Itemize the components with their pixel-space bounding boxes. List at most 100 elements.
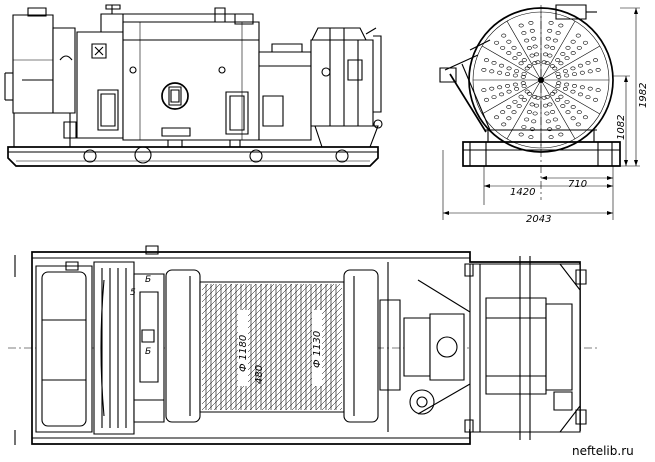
- disc-hole: [507, 40, 511, 43]
- disc-hole: [500, 111, 504, 114]
- dim-drum-outer: Ф 1180: [238, 335, 249, 372]
- disc-hole: [522, 125, 526, 128]
- disc-hole: [546, 120, 550, 123]
- disc-hole: [482, 68, 486, 71]
- disc-hole: [522, 72, 526, 75]
- disc-hole: [484, 59, 488, 62]
- disc-hole: [512, 111, 516, 114]
- disc-spoke: [541, 21, 575, 80]
- disc-hole: [519, 62, 523, 65]
- disc-hole: [507, 117, 511, 120]
- disc-hole: [527, 65, 531, 68]
- disc-hole: [527, 92, 531, 95]
- disc-hole: [572, 72, 576, 75]
- disc-hole: [507, 51, 511, 54]
- disc-hole: [513, 57, 517, 60]
- base-hub: [135, 147, 151, 163]
- disc-hole: [564, 74, 568, 77]
- marker-lower: Б: [145, 347, 151, 357]
- disc-hole: [490, 70, 494, 73]
- disc-spoke: [507, 80, 541, 139]
- drum-flange-right: [344, 270, 378, 422]
- drum-housing: [123, 22, 259, 140]
- disc-hole: [525, 90, 529, 93]
- dim-width-half: 710: [568, 179, 587, 190]
- disc-hole: [583, 41, 587, 44]
- disc-hole: [577, 111, 581, 114]
- disc-hole: [553, 39, 557, 42]
- base-bolt: [84, 150, 96, 162]
- watermark: neftelib.ru: [572, 444, 634, 458]
- plan-view: Б Б 5 Ф 1180 Ф 1130 480: [8, 246, 600, 445]
- disc-spoke: [541, 80, 575, 139]
- disc-hole: [497, 71, 501, 74]
- disc-hole: [507, 67, 511, 70]
- disc-hole: [548, 54, 552, 57]
- disc-hole: [559, 95, 563, 98]
- disc-hole: [533, 61, 537, 64]
- disc-hole: [586, 61, 590, 64]
- disc-hole: [572, 84, 576, 87]
- disc-hole: [559, 62, 563, 65]
- disc-hole: [492, 96, 496, 99]
- disc-hole: [500, 46, 504, 49]
- disc-hole: [549, 136, 553, 139]
- disc-hole: [566, 111, 570, 114]
- disc-hole: [571, 40, 575, 43]
- disc-spokes: [473, 12, 609, 148]
- disc-perforations: [482, 21, 601, 138]
- dim-drum-length: 480: [254, 365, 265, 384]
- disc-hole: [530, 54, 534, 57]
- disc-hole: [514, 70, 518, 73]
- disc-hole: [497, 86, 501, 89]
- disc-hole: [534, 104, 538, 107]
- disc-hole: [557, 82, 561, 85]
- disc-hole: [519, 95, 523, 98]
- disc-hole: [482, 88, 486, 91]
- end-view: 1420 710 2043 1982 1082: [440, 5, 649, 225]
- disc-hole: [545, 112, 549, 115]
- disc-hole: [533, 45, 537, 48]
- disc-hole: [553, 67, 557, 70]
- disc-hole: [550, 110, 554, 113]
- coupling: [404, 318, 430, 376]
- disc-hole: [519, 24, 523, 27]
- side-lever-box: [440, 68, 456, 82]
- disc-hole: [586, 96, 590, 99]
- pump-wheel: [410, 390, 434, 414]
- disc-hole: [513, 74, 517, 77]
- disc-hole: [530, 29, 534, 32]
- disc-hole: [571, 90, 575, 93]
- disc-hole: [561, 52, 565, 55]
- disc-hole: [593, 59, 597, 62]
- disc-hole: [507, 105, 511, 108]
- disc-hole: [513, 100, 517, 103]
- disc-hole: [507, 90, 511, 93]
- disc-hole: [546, 37, 550, 40]
- disc-hole: [521, 75, 525, 78]
- disc-hole: [505, 84, 509, 87]
- disc-hole: [578, 93, 582, 96]
- disc-hole: [529, 21, 533, 24]
- disc-hole: [530, 103, 534, 106]
- disc-hole: [505, 72, 509, 75]
- disc-hole: [545, 61, 549, 64]
- disc-hole: [596, 88, 600, 91]
- disc-hole: [494, 116, 498, 119]
- disc-hole: [566, 46, 570, 49]
- disc-hole: [580, 71, 584, 74]
- disc-hole: [527, 110, 531, 113]
- disc-hole: [556, 58, 560, 61]
- dim-height: 1982: [638, 83, 649, 108]
- disc-hole: [522, 58, 526, 61]
- gear-housing-left: [77, 32, 123, 138]
- disc-hole: [547, 128, 551, 131]
- drum-flange-left: [166, 270, 200, 422]
- disc-hole: [564, 83, 568, 86]
- disc-hole: [571, 117, 575, 120]
- disc-hole: [588, 70, 592, 73]
- disc-spoke: [541, 46, 600, 80]
- disc-hole: [490, 87, 494, 90]
- disc-hole: [583, 116, 587, 119]
